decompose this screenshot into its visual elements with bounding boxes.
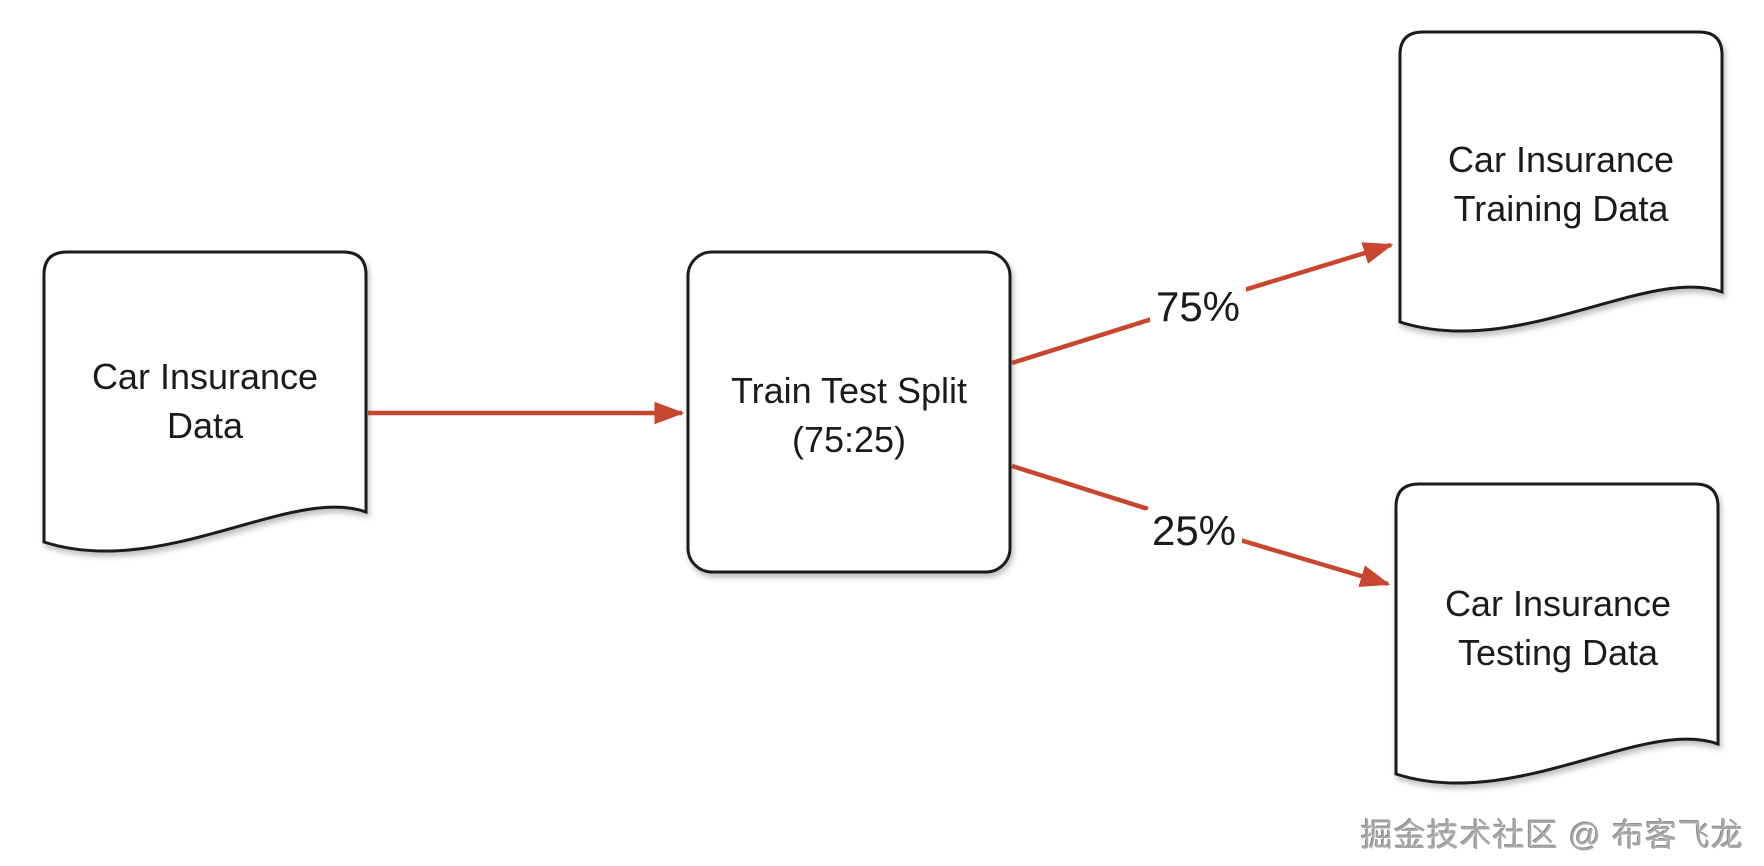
edge-split-to-testing: [1011, 463, 1391, 587]
training-document-shape: [1398, 30, 1724, 333]
testing-document-shape: [1394, 482, 1720, 785]
training-node-label-line2: Training Data: [1453, 188, 1669, 229]
split-node-label-line1: Train Test Split: [730, 370, 968, 411]
training-node-label: Car Insurance Training Data: [1381, 135, 1741, 233]
split-node-label-line2: (75:25): [791, 419, 907, 460]
source-node-label-line2: Data: [166, 405, 244, 446]
split-node-label: Train Test Split (75:25): [669, 366, 1029, 464]
split-box-shape: [686, 250, 1012, 574]
source-node-label-line1: Car Insurance: [91, 356, 319, 397]
training-node-label-line1: Car Insurance: [1447, 139, 1675, 180]
testing-node-label-line1: Car Insurance: [1444, 583, 1672, 624]
source-node-label: Car Insurance Data: [25, 352, 385, 450]
source-document-shape: [42, 250, 368, 553]
edge-label-75-percent: 75%: [1149, 286, 1247, 328]
testing-node-label: Car Insurance Testing Data: [1378, 579, 1738, 677]
testing-node-label-line2: Testing Data: [1457, 632, 1659, 673]
edge-label-25-percent: 25%: [1145, 510, 1243, 552]
watermark-text: 掘金技术社区 @ 布客飞龙: [1360, 817, 1744, 853]
edge-split-to-training: [1011, 242, 1394, 366]
